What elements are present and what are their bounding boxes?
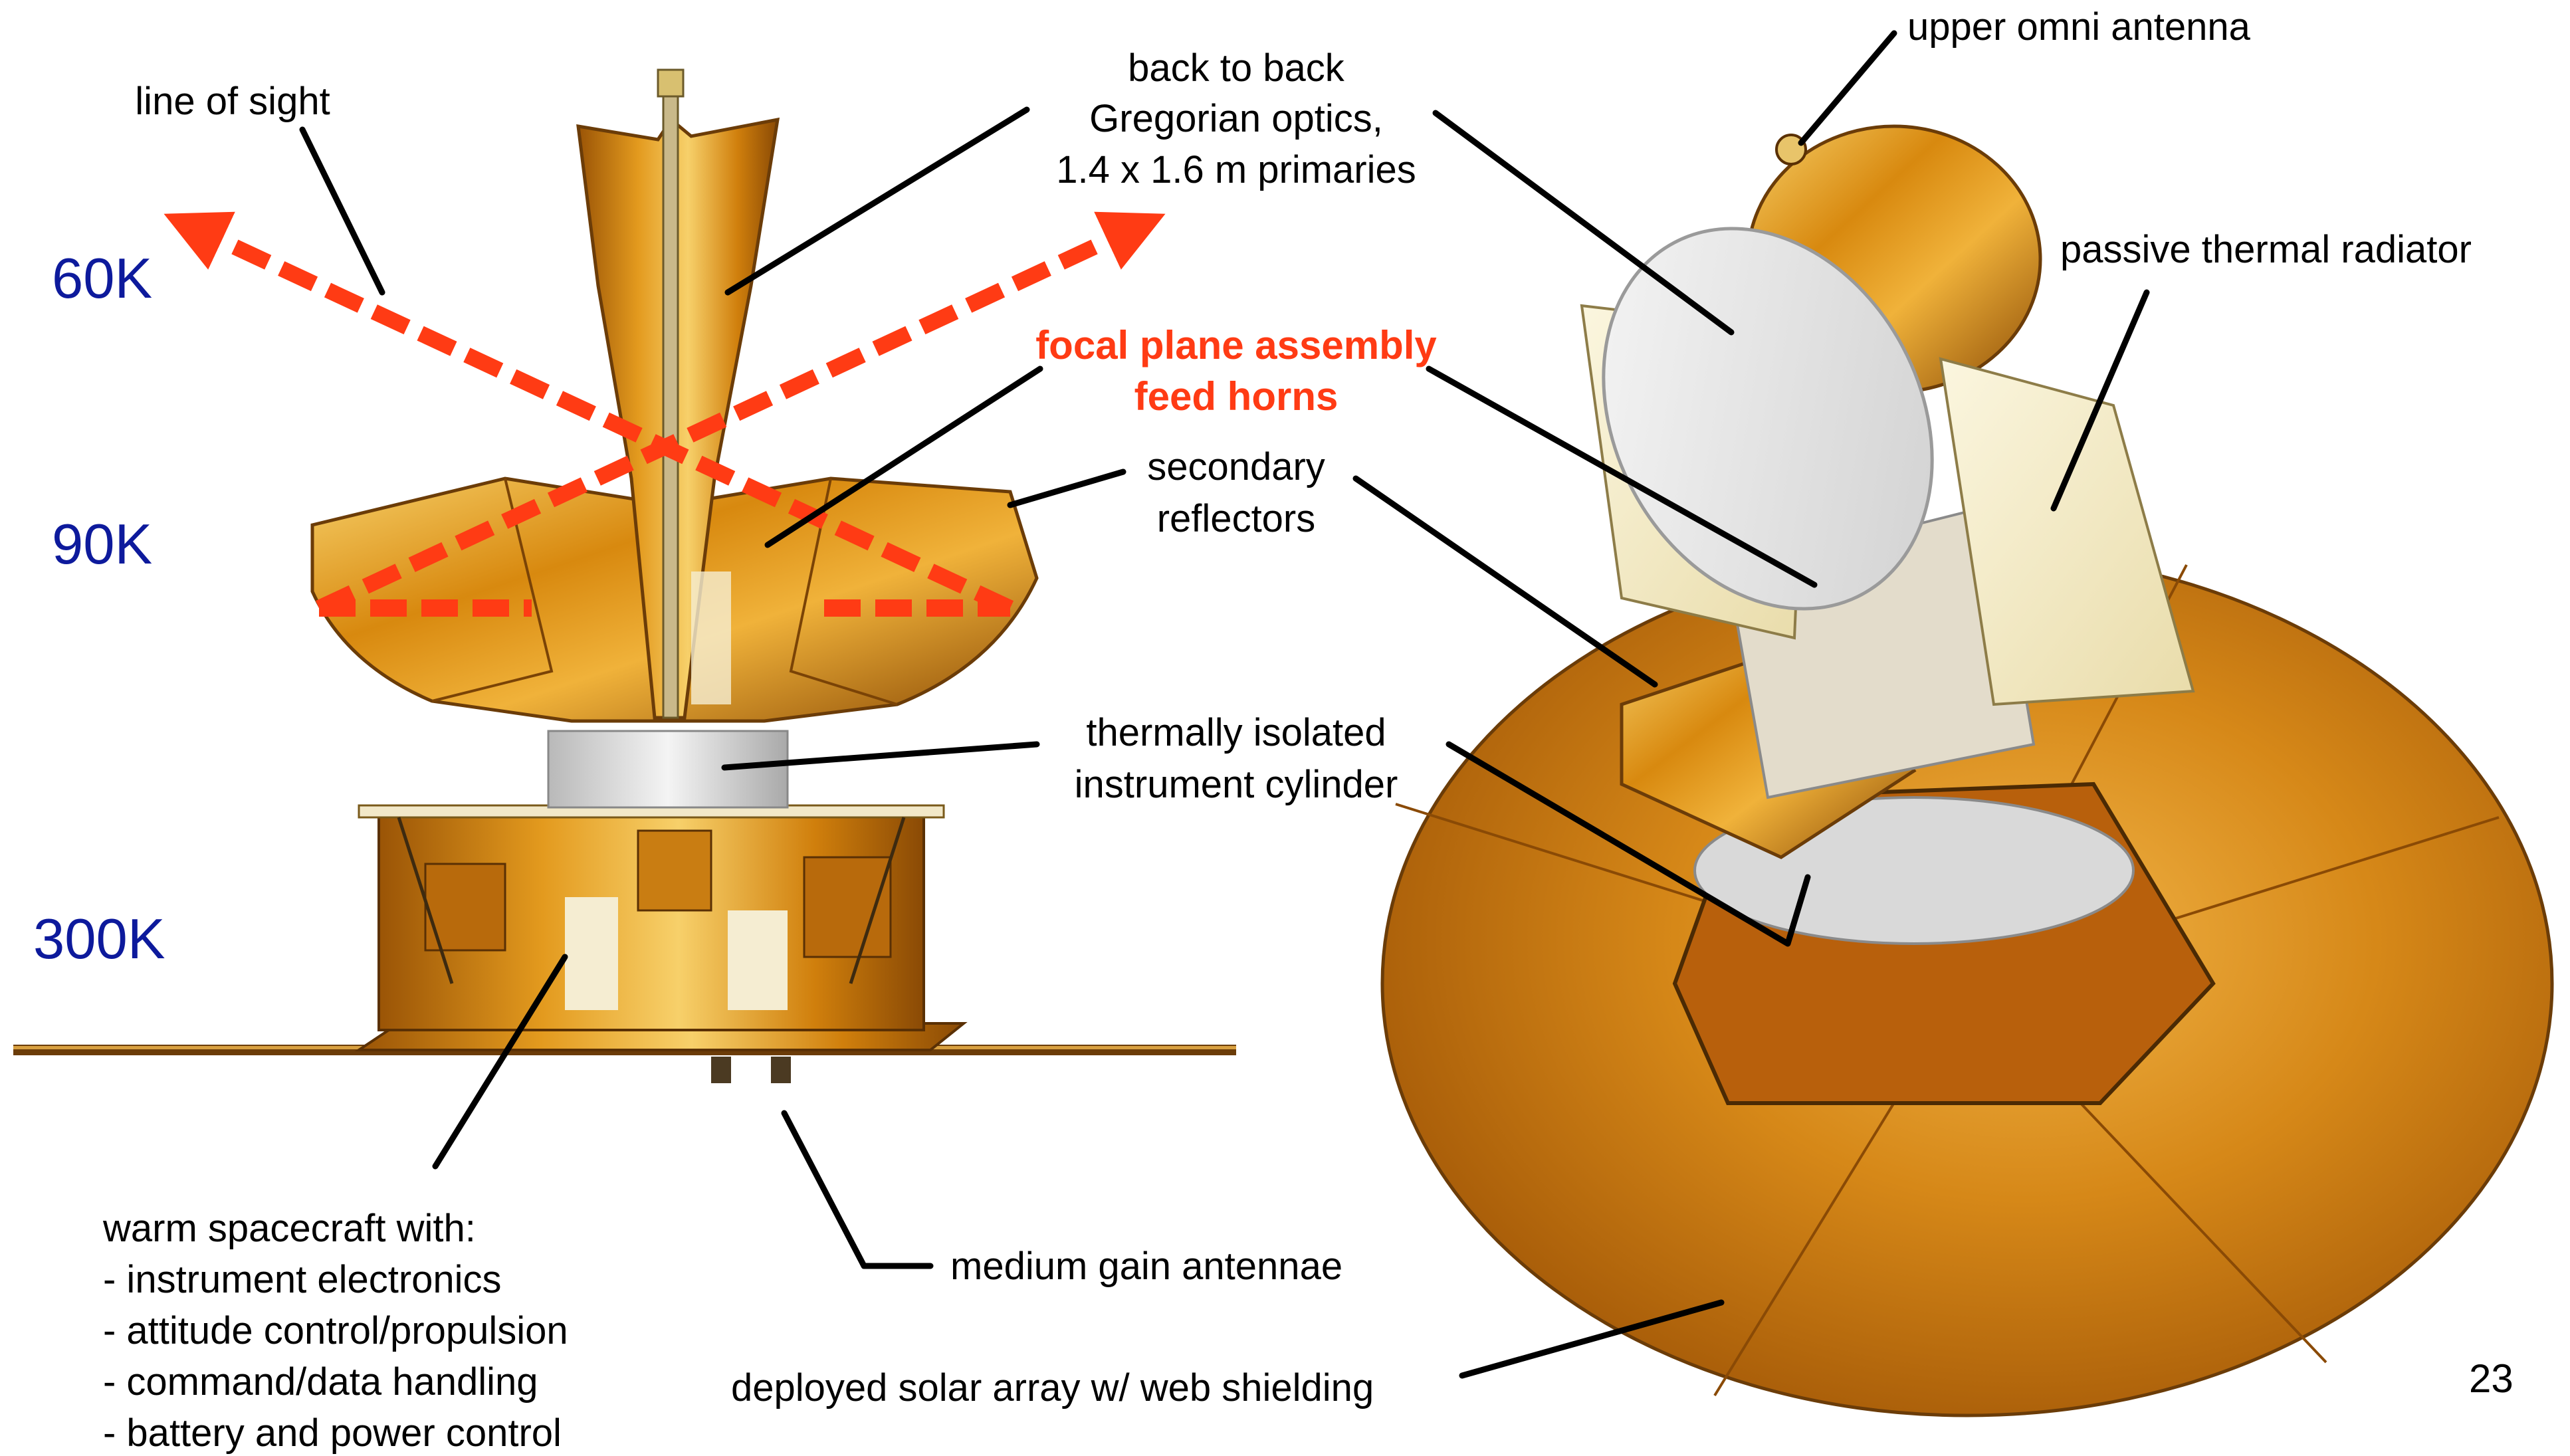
leader-optics-right (1436, 113, 1731, 332)
label-warm-item-3: - command/data handling (103, 1360, 538, 1404)
bus-panel-1 (565, 897, 618, 1010)
central-mast (663, 80, 678, 718)
label-upper-omni: upper omni antenna (1907, 5, 2251, 49)
label-secondary-line-1: secondary (1147, 445, 1325, 488)
label-medium-gain: medium gain antennae (950, 1245, 1342, 1288)
medium-gain-antenna-left (711, 1057, 731, 1083)
label-warm-item-4: - battery and power control (103, 1411, 562, 1455)
leader-medium-gain (784, 1113, 930, 1266)
leader-secondary-left (1010, 472, 1123, 505)
label-focal-plane-line-1: focal plane assembly (1035, 323, 1437, 367)
temperature-300k: 300K (33, 908, 165, 971)
feed-horn-region (691, 572, 731, 704)
medium-gain-antenna-right (771, 1057, 791, 1083)
label-cylinder-line-2: instrument cylinder (1075, 763, 1398, 806)
label-line-of-sight: line of sight (135, 80, 330, 123)
label-secondary-line-2: reflectors (1157, 497, 1316, 540)
temperature-90k: 90K (52, 513, 152, 576)
label-warm-item-1: - instrument electronics (103, 1258, 502, 1301)
label-focal-plane-line-2: feed horns (1134, 374, 1339, 419)
label-solar-array: deployed solar array w/ web shielding (731, 1366, 1374, 1409)
label-optics-line-2: Gregorian optics, (1089, 97, 1383, 140)
label-optics-line-1: back to back (1128, 47, 1345, 90)
label-cylinder-line-1: thermally isolated (1086, 711, 1386, 754)
page-number: 23 (2469, 1356, 2514, 1401)
bus-box-2 (638, 831, 711, 910)
perspective-spacecraft (1382, 126, 2552, 1415)
label-optics-line-3: 1.4 x 1.6 m primaries (1056, 148, 1416, 191)
leader-line-of-sight (302, 130, 382, 292)
bus-panel-2 (728, 910, 788, 1010)
label-warm-title: warm spacecraft with: (102, 1207, 476, 1250)
instrument-cylinder (548, 731, 788, 807)
label-warm-item-2: - attitude control/propulsion (103, 1309, 568, 1352)
side-view-spacecraft (13, 70, 1236, 1083)
temperature-60k: 60K (52, 247, 152, 310)
bus-box-3 (804, 857, 891, 957)
label-radiator: passive thermal radiator (2060, 228, 2472, 271)
upper-omni-antenna-side (658, 70, 683, 96)
